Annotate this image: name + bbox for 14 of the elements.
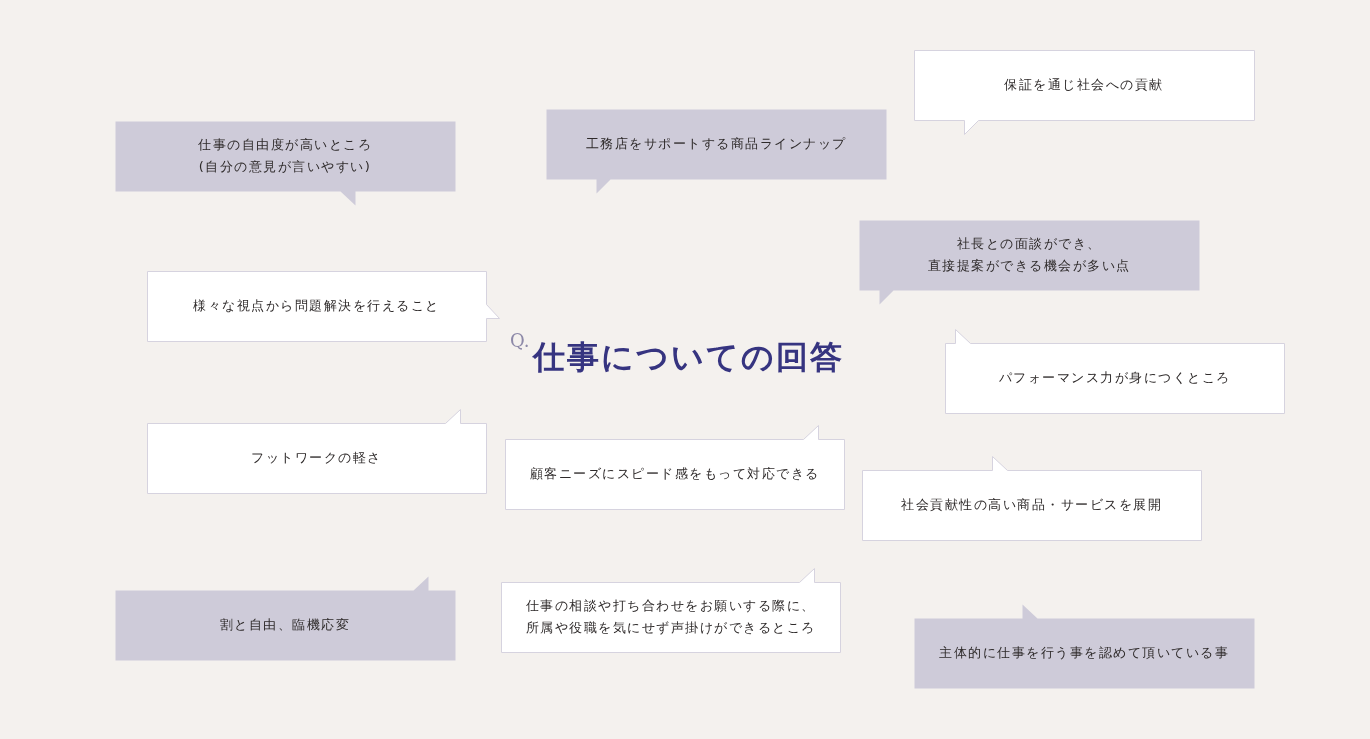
bubble-text: 主体的に仕事を行う事を認めて頂いている事 [939,644,1229,662]
bubble-text: 社会貢献性の高い商品・サービスを展開 [901,496,1162,514]
bubble-text: フットワークの軽さ [251,449,382,467]
bubble-text: パフォーマンス力が身につくところ [998,369,1231,387]
title: 仕事についての回答 [533,337,844,378]
bubble-text: 工務店をサポートする商品ラインナップ [585,135,847,153]
bubble-text: 社長との面談ができ、直接提案ができる機会が多い点 [927,235,1131,275]
bubble-text: 割と自由、臨機応変 [219,616,351,634]
bubble-text: 仕事の相談や打ち合わせをお願いする際に、所属や役職を気にせず声掛けができるところ [525,597,816,637]
bubble-text: 保証を通じ社会への貢献 [1004,76,1164,94]
bubble-text: 顧客ニーズにスピード感をもって対応できる [529,465,820,483]
bubble-text: 仕事の自由度が高いところ(自分の意見が言いやすい) [198,136,372,176]
bubble-text: 様々な視点から問題解決を行えること [193,297,440,315]
question-mark-label: Q. [510,330,530,351]
